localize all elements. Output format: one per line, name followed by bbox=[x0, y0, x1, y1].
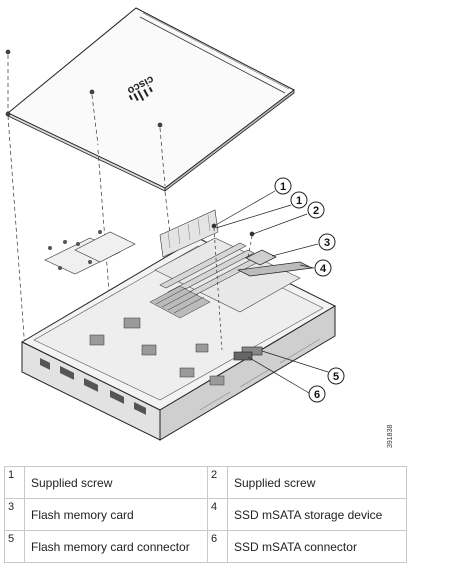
callout-1a: 1 bbox=[274, 177, 292, 195]
callout-3: 3 bbox=[318, 233, 336, 251]
legend-num: 4 bbox=[207, 498, 228, 531]
legend-num: 2 bbox=[207, 466, 228, 499]
figure-id: 391838 bbox=[387, 425, 394, 448]
ssd-msata-device bbox=[236, 261, 314, 277]
callout-1b: 1 bbox=[290, 191, 308, 209]
svg-text:5: 5 bbox=[333, 371, 339, 383]
top-cover: cisco bbox=[7, 7, 295, 192]
legend-label: SSD mSATA connector bbox=[227, 530, 407, 563]
svg-text:6: 6 bbox=[314, 389, 320, 401]
heat-sink bbox=[149, 285, 211, 319]
legend-row: 3 Flash memory card 4 SSD mSATA storage … bbox=[4, 498, 407, 531]
callout-6: 6 bbox=[308, 385, 326, 403]
callout-2: 2 bbox=[307, 201, 325, 219]
legend-table: 1 Supplied screw 2 Supplied screw 3 Flas… bbox=[4, 466, 407, 563]
legend-num: 5 bbox=[4, 530, 25, 563]
legend-row: 5 Flash memory card connector 6 SSD mSAT… bbox=[4, 530, 407, 563]
flash-memory-card bbox=[245, 249, 277, 266]
router-exploded-diagram: cisco bbox=[5, 7, 394, 448]
legend-label: Flash memory card connector bbox=[24, 530, 208, 563]
router-chassis bbox=[20, 209, 337, 441]
svg-text:1: 1 bbox=[296, 195, 302, 207]
callout-4: 4 bbox=[314, 259, 332, 277]
legend-num: 6 bbox=[207, 530, 228, 563]
svg-text:1: 1 bbox=[280, 181, 286, 193]
svg-text:2: 2 bbox=[313, 205, 319, 217]
svg-text:4: 4 bbox=[320, 263, 327, 275]
legend-label: Flash memory card bbox=[24, 498, 208, 531]
legend-label: SSD mSATA storage device bbox=[227, 498, 407, 531]
callout-leaders bbox=[213, 190, 329, 394]
legend-label: Supplied screw bbox=[227, 466, 407, 499]
legend-num: 3 bbox=[4, 498, 25, 531]
legend-row: 1 Supplied screw 2 Supplied screw bbox=[4, 466, 407, 499]
legend-label: Supplied screw bbox=[24, 466, 208, 499]
svg-text:3: 3 bbox=[324, 237, 330, 249]
callout-5: 5 bbox=[327, 367, 345, 385]
legend-num: 1 bbox=[4, 466, 25, 499]
